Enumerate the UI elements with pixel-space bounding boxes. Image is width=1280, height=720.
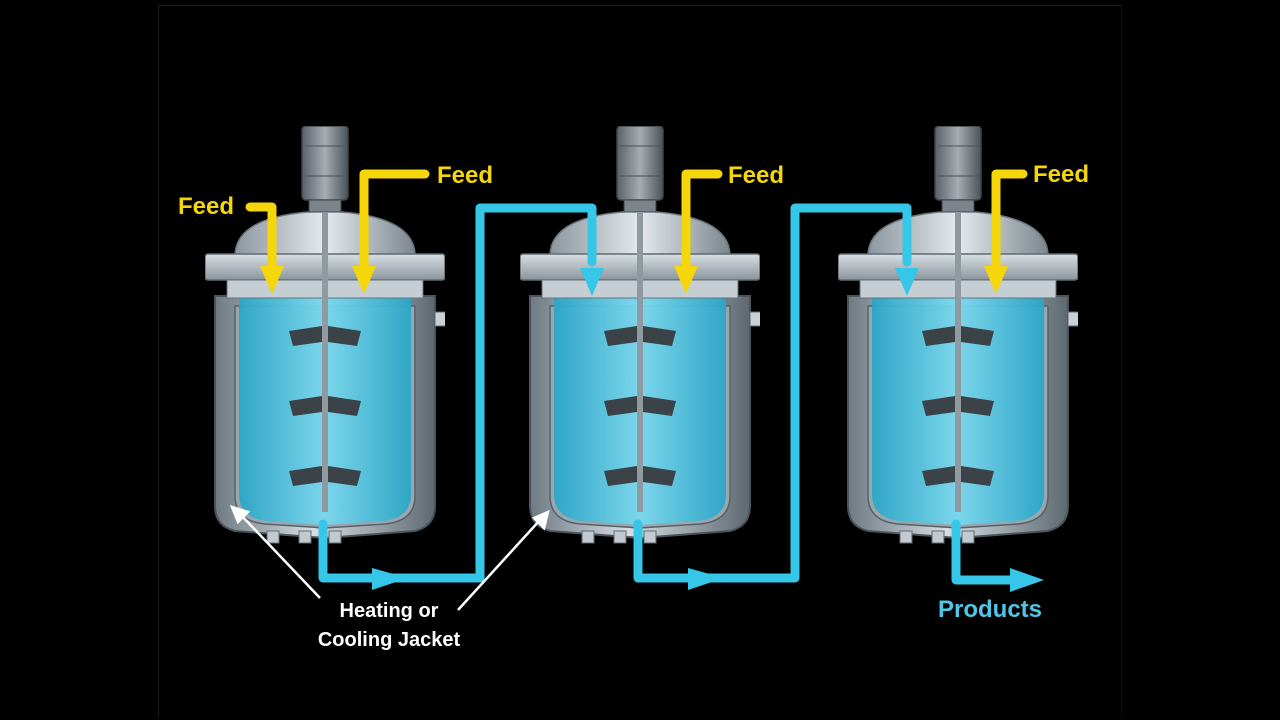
reactor-2 [520, 126, 760, 544]
jacket-pointer-left [239, 513, 321, 599]
products-label: Products [938, 596, 1042, 623]
feed-label-4: Feed [1033, 161, 1089, 188]
flow-line-2-to-3 [633, 203, 912, 583]
down-arrow-icon [260, 266, 284, 294]
feed-label-3: Feed [728, 162, 784, 189]
arrow-head-icon [531, 509, 550, 531]
down-arrow-icon [895, 268, 919, 296]
jacket-label-line-1: Heating or [340, 600, 439, 622]
feed-label-2: Feed [437, 162, 493, 189]
right-arrow-icon [688, 568, 724, 590]
down-arrow-icon [674, 266, 698, 294]
feed-line-1b [359, 169, 430, 271]
down-arrow-icon [580, 268, 604, 296]
down-arrow-icon [352, 266, 376, 294]
flow-line-1-to-2 [318, 203, 597, 583]
reactor-3 [838, 126, 1078, 544]
feed-line-3 [991, 169, 1028, 271]
jacket-label-line-2: Cooling Jacket [318, 629, 461, 651]
flow-line-products [951, 519, 1020, 585]
arrow-head-icon [229, 505, 251, 525]
right-arrow-icon [372, 568, 408, 590]
feed-line-2 [681, 169, 723, 271]
down-arrow-icon [984, 266, 1008, 294]
feed-line-1a [245, 202, 277, 271]
reactor-1 [205, 126, 445, 544]
right-arrow-icon [1010, 568, 1044, 592]
slide-frame [158, 5, 1122, 717]
jacket-pointer-right [457, 519, 541, 611]
feed-label-1: Feed [178, 193, 234, 220]
